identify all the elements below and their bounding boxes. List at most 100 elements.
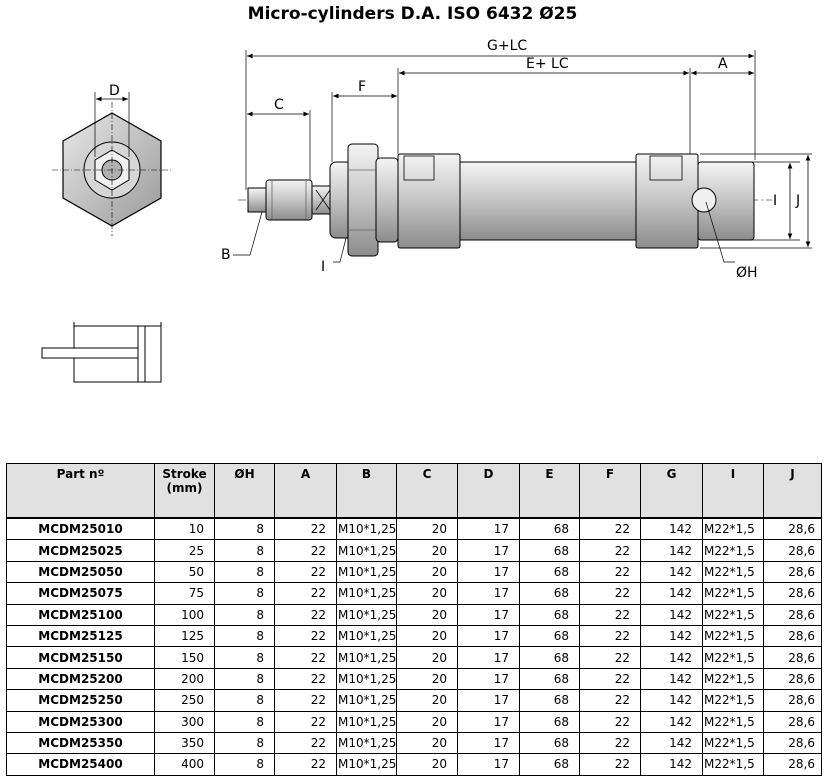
column-header: ØH (214, 463, 275, 519)
table-cell: M22*1,5 (702, 624, 764, 648)
table-cell: 17 (457, 753, 520, 776)
table-cell: 22 (579, 710, 641, 733)
table-cell: 8 (214, 603, 275, 626)
table-cell: M22*1,5 (702, 582, 764, 605)
table-cell: 68 (519, 710, 580, 733)
dim-label-d: D (109, 83, 120, 99)
table-cell: 68 (519, 731, 580, 755)
column-header: B (336, 463, 397, 519)
table-cell: 22 (579, 753, 641, 776)
table-cell: M10*1,25 (336, 646, 397, 669)
table-cell: 68 (519, 560, 580, 584)
part-number-cell: MCDM25025 (6, 539, 155, 562)
dim-label-h: ØH (736, 265, 758, 281)
part-number-cell: MCDM25350 (6, 731, 155, 755)
table-cell: 8 (214, 560, 275, 584)
table-cell: 8 (214, 710, 275, 733)
table-cell: 17 (457, 689, 520, 712)
table-cell: 17 (457, 560, 520, 584)
table-cell: M10*1,25 (336, 753, 397, 776)
table-cell: 150 (154, 646, 215, 669)
table-cell: 142 (640, 624, 703, 648)
dimension-lines (233, 50, 812, 263)
table-cell: 17 (457, 624, 520, 648)
cylinder-side-view (238, 143, 772, 257)
table-cell: 28,6 (763, 667, 822, 691)
table-cell: 400 (154, 753, 215, 776)
table-cell: 22 (274, 603, 337, 626)
table-cell: 22 (579, 731, 641, 755)
table-cell: 28,6 (763, 517, 822, 541)
table-cell: 68 (519, 753, 580, 776)
table-cell: 20 (396, 624, 458, 648)
table-cell: 22 (274, 689, 337, 712)
table-cell: 22 (579, 646, 641, 669)
table-cell: 20 (396, 646, 458, 669)
table-cell: 28,6 (763, 539, 822, 562)
table-cell: M22*1,5 (702, 731, 764, 755)
part-number-cell: MCDM25010 (6, 517, 155, 541)
table-cell: 68 (519, 689, 580, 712)
part-number-cell: MCDM25250 (6, 689, 155, 712)
table-cell: M10*1,25 (336, 603, 397, 626)
table-cell: 142 (640, 539, 703, 562)
dim-label-i-right: I (773, 193, 777, 209)
dim-label-f: F (358, 79, 366, 95)
table-cell: 75 (154, 582, 215, 605)
table-cell: 17 (457, 710, 520, 733)
table-cell: 17 (457, 731, 520, 755)
table-cell: 10 (154, 517, 215, 541)
table-cell: 68 (519, 517, 580, 541)
dim-label-g: G+LC (487, 38, 527, 54)
table-cell: 20 (396, 753, 458, 776)
table-cell: M22*1,5 (702, 539, 764, 562)
table-cell: 22 (579, 689, 641, 712)
table-cell: 142 (640, 582, 703, 605)
column-header: C (396, 463, 458, 519)
table-cell: 28,6 (763, 582, 822, 605)
part-number-cell: MCDM25125 (6, 624, 155, 648)
column-header: I (702, 463, 764, 519)
table-cell: 20 (396, 582, 458, 605)
table-cell: 300 (154, 710, 215, 733)
dim-label-c: C (274, 97, 284, 113)
schematic-symbol (41, 322, 162, 383)
column-header: F (579, 463, 641, 519)
part-number-cell: MCDM25150 (6, 646, 155, 669)
table-cell: 142 (640, 667, 703, 691)
table-cell: 22 (274, 560, 337, 584)
table-cell: 142 (640, 646, 703, 669)
table-cell: 28,6 (763, 710, 822, 733)
cylinder-technical-drawing: D (41, 38, 812, 383)
dim-label-j: J (795, 193, 800, 209)
dim-label-b: B (221, 247, 231, 263)
table-cell: M10*1,25 (336, 710, 397, 733)
dim-label-i-bottom: I (321, 259, 325, 275)
table-cell: 200 (154, 667, 215, 691)
table-cell: 8 (214, 539, 275, 562)
table-cell: 8 (214, 517, 275, 541)
table-cell: 28,6 (763, 603, 822, 626)
table-cell: M10*1,25 (336, 517, 397, 541)
table-cell: M22*1,5 (702, 646, 764, 669)
table-cell: 20 (396, 603, 458, 626)
end-view-hexagon: D (52, 83, 172, 236)
table-cell: 28,6 (763, 689, 822, 712)
table-cell: 17 (457, 667, 520, 691)
table-cell: 68 (519, 539, 580, 562)
part-number-cell: MCDM25075 (6, 582, 155, 605)
table-cell: 17 (457, 646, 520, 669)
table-cell: 8 (214, 667, 275, 691)
table-cell: 22 (274, 517, 337, 541)
table-cell: 20 (396, 560, 458, 584)
table-cell: 22 (274, 731, 337, 755)
table-cell: 20 (396, 731, 458, 755)
table-cell: 22 (274, 710, 337, 733)
